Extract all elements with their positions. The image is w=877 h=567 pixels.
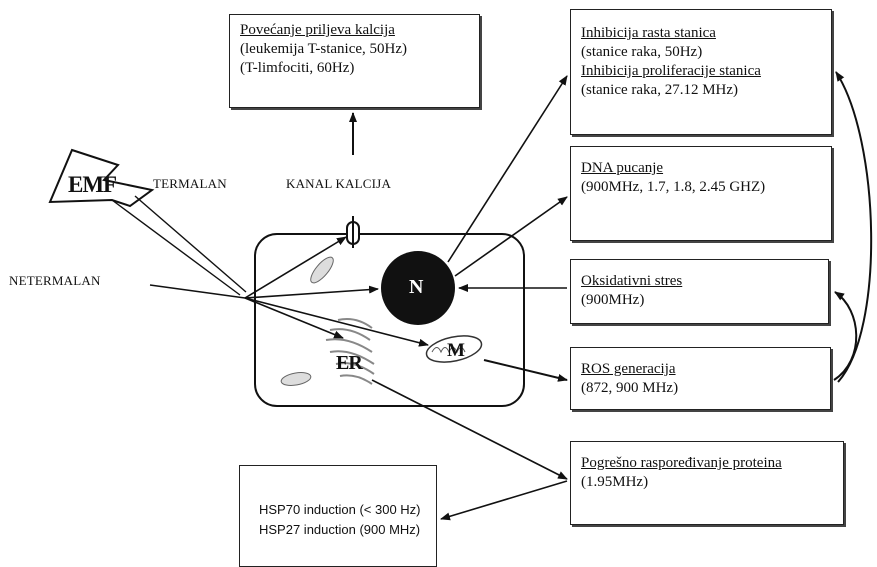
proliferation-inhibition-title: Inhibicija proliferacije stanica (581, 63, 761, 79)
hsp70-induction-line: HSP70 induction (< 300 Hz) (259, 502, 421, 517)
calcium-influx-box: Povećanje priljeva kalcija (leukemija T-… (229, 14, 480, 108)
ros-generation-title: ROS generacija (581, 361, 676, 377)
arrow-to-hsp-box (440, 480, 568, 521)
protein-misfolding-title: Pogrešno raspoređivanje proteina (581, 455, 782, 471)
curve-ros-to-oxidative (833, 291, 858, 381)
growth-inhibition-box: Inhibicija rasta stanica (stanice raka, … (570, 9, 832, 135)
er-label: ER (336, 352, 363, 374)
nucleus-label: N (409, 276, 424, 298)
arrow-to-ros-box (483, 359, 568, 382)
arrow-to-misfold-box (371, 379, 568, 480)
nonthermal-label: NETERMALAN (9, 273, 101, 288)
oxidative-stress-title: Oksidativni stres (581, 273, 683, 289)
hsp27-induction-line: HSP27 induction (900 MHz) (259, 522, 421, 537)
emf-bolt-tail (111, 199, 241, 296)
growth-inhibition-title: Inhibicija rasta stanica (581, 25, 716, 41)
mito-label: M (447, 340, 466, 361)
arrow-to-er (244, 297, 344, 339)
arrow-to-nucleus (244, 285, 379, 299)
emf-label: EMF (68, 172, 117, 197)
organelle-small-icon (280, 256, 334, 386)
oxidative-stress-line1: (900MHz) (581, 292, 645, 308)
dna-breakage-box: DNA pucanje (900MHz, 1.7, 1.8, 2.45 GHZ) (570, 146, 832, 241)
arrow-to-growth-box (447, 75, 568, 263)
arrow-nonthermal (149, 284, 246, 299)
dna-breakage-line1: (900MHz, 1.7, 1.8, 2.45 GHZ) (581, 179, 766, 195)
ros-generation-line1: (872, 900 MHz) (581, 380, 679, 396)
growth-inhibition-line1: (stanice raka, 50Hz) (581, 44, 703, 60)
calcium-influx-title: Povećanje priljeva kalcija (240, 22, 395, 38)
curve-ros-to-growth (835, 71, 873, 383)
arrow-to-calcium-channel (244, 236, 347, 299)
nucleus-icon (381, 251, 455, 325)
hsp-induction-box: HSP70 induction (< 300 Hz) HSP27 inducti… (239, 465, 437, 567)
arrow-to-dna-box (454, 196, 568, 277)
protein-misfolding-line1: (1.95MHz) (581, 474, 649, 490)
calcium-channel-label: KANAL KALCIJA (286, 176, 392, 191)
thermal-label: TERMALAN (153, 176, 227, 191)
calcium-channel-icon (346, 216, 360, 248)
calcium-influx-line1: (leukemija T-stanice, 50Hz) (240, 41, 408, 57)
dna-breakage-title: DNA pucanje (581, 160, 664, 176)
emf-bolt-tail-2 (134, 195, 247, 293)
emf-lightning-icon (48, 148, 155, 208)
proliferation-inhibition-line1: (stanice raka, 27.12 MHz) (581, 82, 739, 98)
ros-generation-box: ROS generacija (872, 900 MHz) (570, 347, 831, 410)
endoplasmic-reticulum-icon (325, 318, 375, 385)
mitochondrion-icon (425, 335, 483, 363)
arrow-to-mitochondrion (244, 297, 429, 347)
oxidative-stress-box: Oksidativni stres (900MHz) (570, 259, 829, 324)
protein-misfolding-box: Pogrešno raspoređivanje proteina (1.95MH… (570, 441, 844, 525)
calcium-influx-line2: (T-limfociti, 60Hz) (240, 60, 355, 76)
